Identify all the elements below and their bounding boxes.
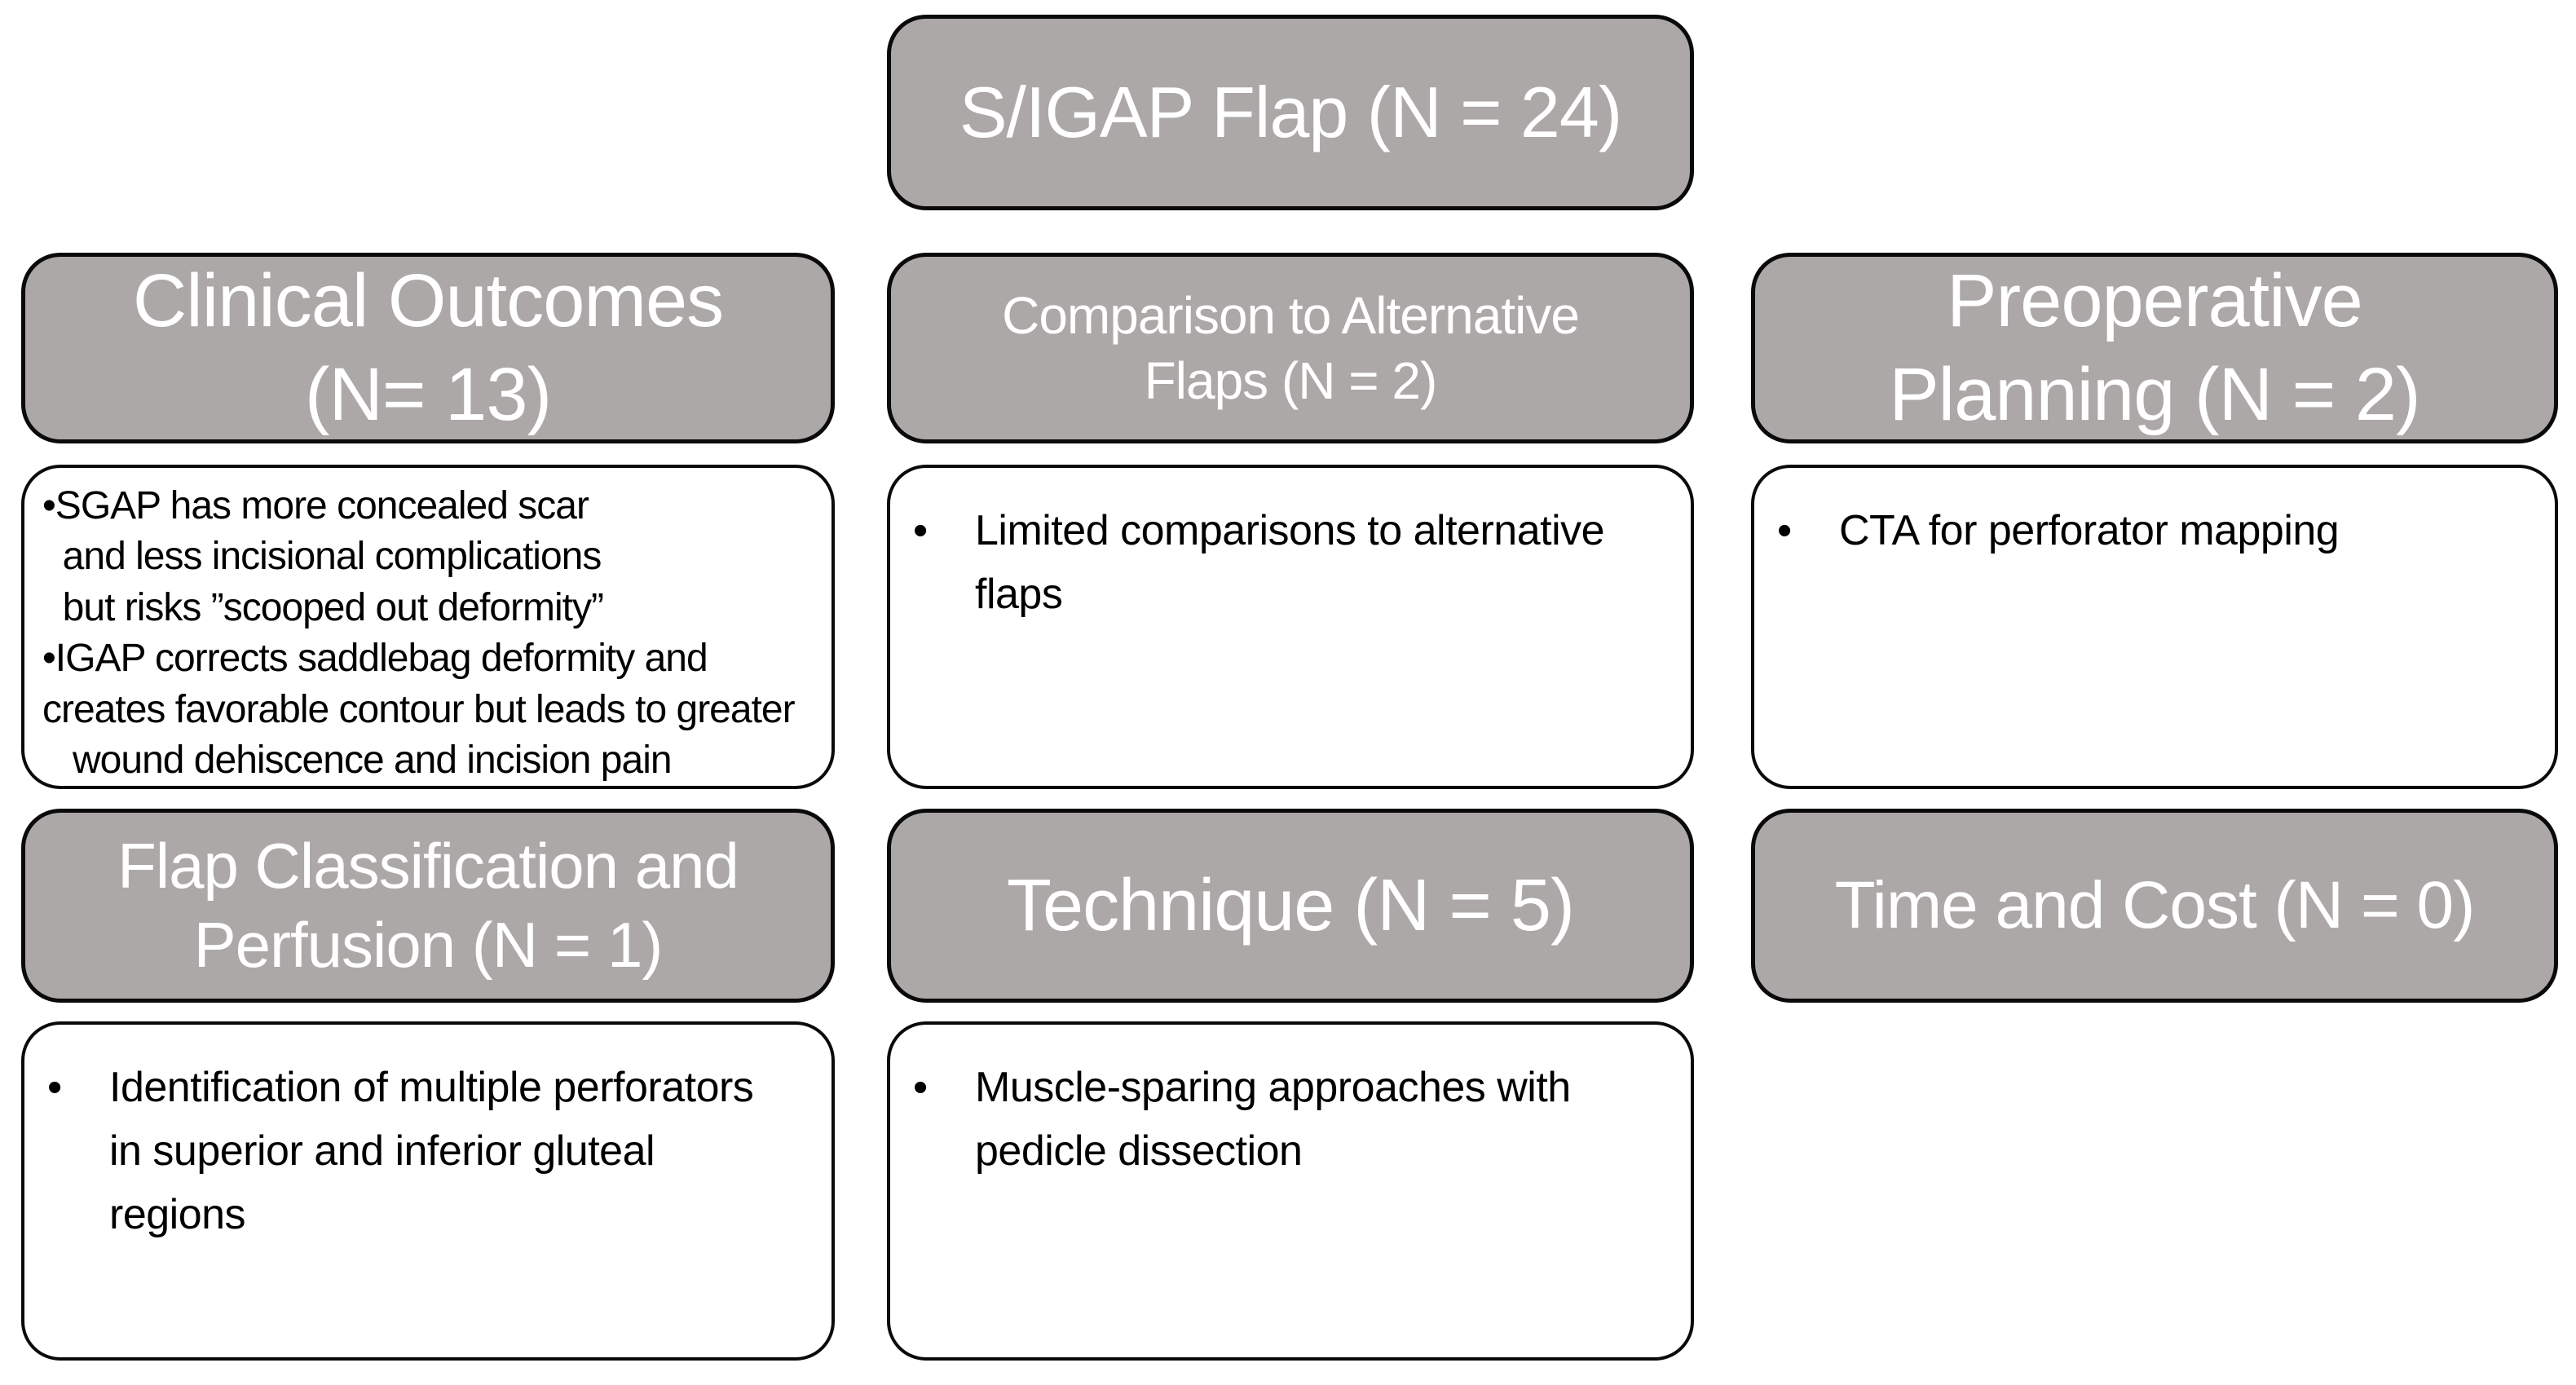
bullet-marker: • (1777, 507, 1792, 554)
flap-classification-header: Flap Classification and Perfusion (N = 1… (21, 809, 835, 1003)
preoperative-planning-body: • CTA for perforator mapping (1751, 465, 2558, 789)
comparison-flaps-body-text: Limited comparisons to alternative flaps (975, 507, 1605, 618)
time-and-cost-header: Time and Cost (N = 0) (1751, 809, 2558, 1003)
clinical-outcomes-header-label: Clinical Outcomes (N= 13) (132, 259, 724, 436)
bullet-marker: • (913, 1064, 928, 1111)
technique-header-label: Technique (N = 5) (1007, 864, 1575, 946)
title-label: S/IGAP Flap (N = 24) (959, 72, 1622, 152)
clinical-outcomes-body-text: •SGAP has more concealed scar and less i… (42, 484, 796, 782)
clinical-outcomes-body: •SGAP has more concealed scar and less i… (21, 465, 835, 789)
bullet-marker: • (47, 1064, 62, 1111)
flap-classification-body: • Identification of multiple perforators… (21, 1021, 835, 1361)
technique-body-text: Muscle-sparing approaches with pedicle d… (975, 1064, 1571, 1175)
flap-classification-body-text: Identification of multiple perforators i… (109, 1064, 754, 1238)
comparison-flaps-header-label: Comparison to Alternative Flaps (N = 2) (1002, 286, 1580, 410)
clinical-outcomes-header: Clinical Outcomes (N= 13) (21, 253, 835, 443)
technique-body: • Muscle-sparing approaches with pedicle… (887, 1021, 1694, 1361)
flap-classification-header-label: Flap Classification and Perfusion (N = 1… (117, 829, 739, 981)
comparison-flaps-header: Comparison to Alternative Flaps (N = 2) (887, 253, 1694, 443)
preoperative-planning-header: Preoperative Planning (N = 2) (1751, 253, 2558, 443)
time-and-cost-header-label: Time and Cost (N = 0) (1834, 867, 2476, 942)
title-box: S/IGAP Flap (N = 24) (887, 15, 1694, 210)
technique-header: Technique (N = 5) (887, 809, 1694, 1003)
comparison-flaps-body: • Limited comparisons to alternative fla… (887, 465, 1694, 789)
preoperative-planning-body-text: CTA for perforator mapping (1839, 507, 2340, 554)
bullet-marker: • (913, 507, 928, 554)
preoperative-planning-header-label: Preoperative Planning (N = 2) (1889, 259, 2420, 436)
